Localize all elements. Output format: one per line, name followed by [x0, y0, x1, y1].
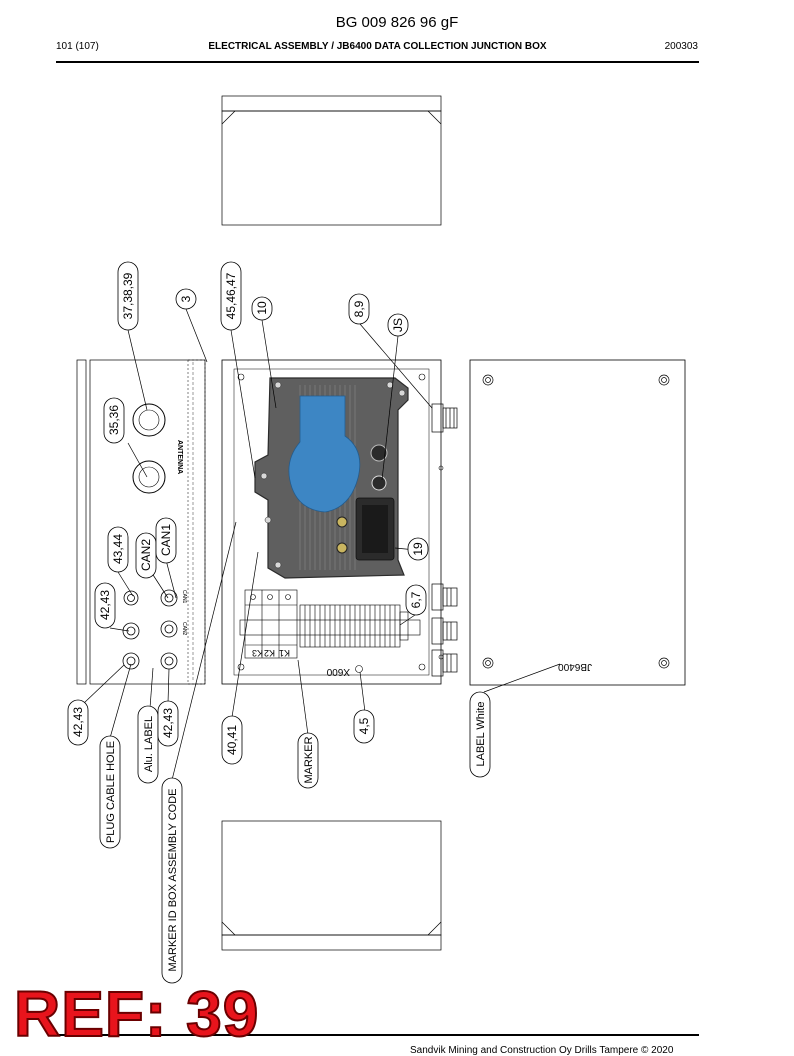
relay-k3-label: K3: [252, 648, 263, 658]
callout-37-38-39: 37,38,39: [121, 272, 135, 319]
callout-marker-id-box: MARKER ID BOX ASSEMBLY CODE: [167, 789, 179, 972]
top-view: [221, 95, 442, 226]
callout-42-43-a: 42,43: [98, 590, 112, 620]
document-number: BG 009 826 96 gF: [335, 14, 459, 31]
data-collection-module: [254, 377, 409, 579]
page-number: 101 (107): [56, 41, 99, 52]
callout-alu-label: Alu. LABEL: [143, 716, 155, 772]
relay-k2-label: K2: [264, 648, 275, 658]
callout-42-43-c: 42,43: [161, 708, 175, 738]
antenna-label: ANTENNA: [176, 440, 183, 474]
callout-42-43-b: 42,43: [71, 707, 85, 737]
bottom-view: [221, 820, 442, 951]
callout-can1: CAN1: [159, 524, 173, 556]
callout-label-white: LABEL White: [475, 701, 487, 766]
cable-gland-icon: [122, 589, 178, 670]
left-side-view: ANTENNA CAN1 CAN2: [76, 359, 206, 685]
page-title: ELECTRICAL ASSEMBLY / JB6400 DATA COLLEC…: [208, 41, 547, 52]
callout-19: 19: [411, 542, 425, 556]
callout-40-41: 40,41: [225, 725, 239, 755]
callout-can2: CAN2: [139, 539, 153, 571]
terminal-x600-label: X600: [326, 666, 350, 677]
footer-rule: [56, 1034, 699, 1036]
lid-view: JB6400: [469, 359, 686, 686]
callout-js: JS: [391, 318, 405, 332]
leader-lines: [83, 308, 561, 781]
footer-copyright: Sandvik Mining and Construction Oy Drill…: [410, 1045, 674, 1056]
callout-4-5: 4,5: [357, 717, 371, 734]
can2-port-label: CAN2: [181, 622, 187, 636]
antenna-connector-icon: [132, 403, 166, 494]
callout-bubbles: [67, 261, 491, 984]
can1-port-label: CAN1: [181, 590, 187, 604]
lid-jb6400-label: JB6400: [558, 661, 592, 672]
front-view: K1 K2 K3 X600: [221, 359, 458, 685]
relay-k1-label: K1: [279, 648, 290, 658]
cable-gland-icon: [431, 403, 458, 677]
callout-plug-cable-hole: PLUG CABLE HOLE: [105, 741, 117, 843]
callout-45-46-47: 45,46,47: [224, 272, 238, 319]
callout-10: 10: [255, 301, 269, 315]
callout-8-9: 8,9: [352, 300, 366, 317]
header-rule: [56, 61, 699, 63]
screw-icon: [482, 374, 670, 669]
page-date: 200303: [664, 41, 698, 52]
callout-6-7: 6,7: [409, 591, 423, 608]
callout-3: 3: [179, 295, 193, 302]
ref-stamp: REF: 39: [13, 978, 260, 1050]
din-rail-terminals: [239, 589, 421, 659]
callout-43-44: 43,44: [111, 534, 125, 564]
callout-marker: MARKER: [303, 736, 315, 783]
callout-35-36: 35,36: [107, 405, 121, 435]
